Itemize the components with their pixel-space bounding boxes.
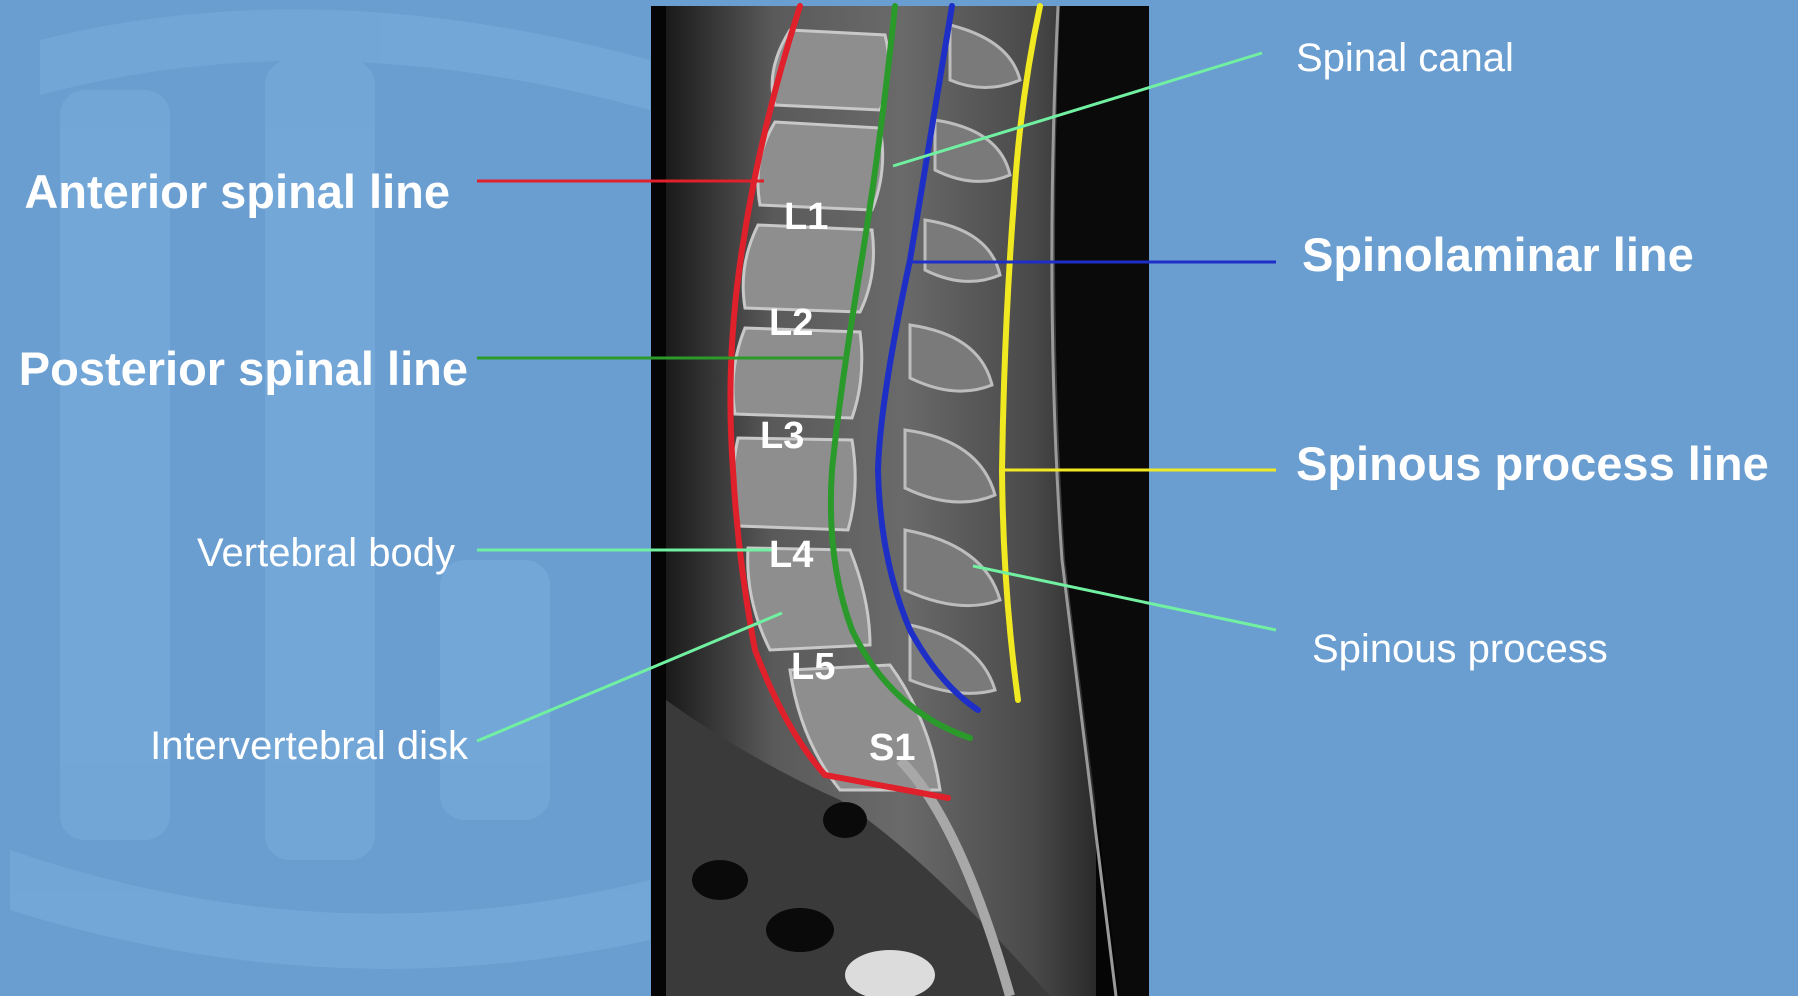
ct-scan-image <box>651 6 1149 996</box>
label-spinal-canal: Spinal canal <box>1296 36 1514 81</box>
label-spinous-process-line: Spinous process line <box>1296 436 1769 491</box>
label-spinolaminar-line: Spinolaminar line <box>1302 227 1694 282</box>
label-posterior-spinal-line: Posterior spinal line <box>19 341 468 396</box>
background-watermark <box>10 9 650 968</box>
label-spinous-process: Spinous process <box>1312 627 1608 672</box>
vertebra-label-l1: L1 <box>784 196 828 239</box>
vertebra-label-l4: L4 <box>769 534 813 577</box>
vertebra-label-s1: S1 <box>869 727 915 770</box>
vertebra-label-l5: L5 <box>791 646 835 689</box>
vertebra-label-l3: L3 <box>760 415 804 458</box>
label-anterior-spinal-line: Anterior spinal line <box>24 164 450 219</box>
vertebra-label-l2: L2 <box>769 302 813 345</box>
label-vertebral-body: Vertebral body <box>197 531 455 576</box>
label-intervertebral-disk: Intervertebral disk <box>150 724 468 769</box>
